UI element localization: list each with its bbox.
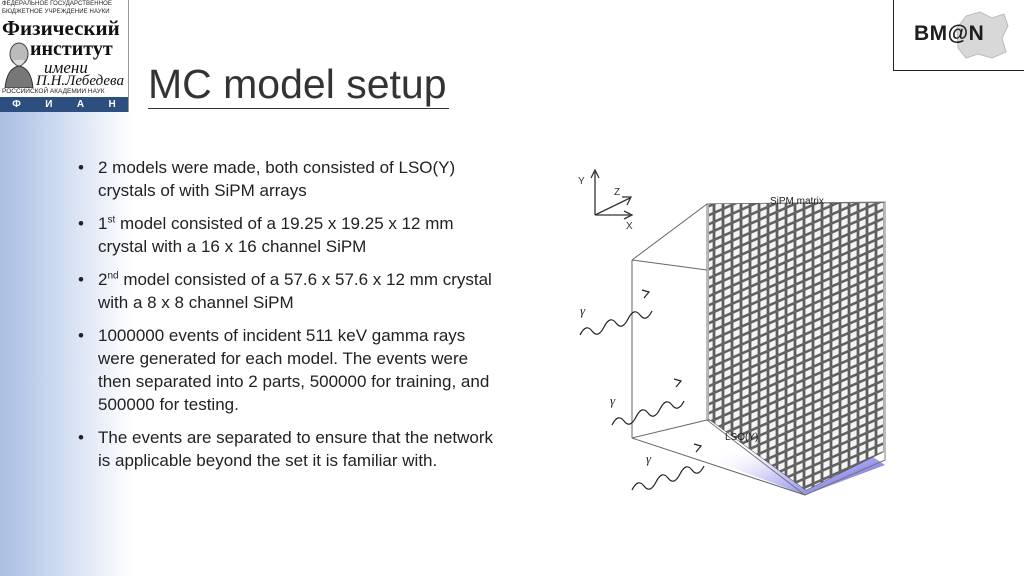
logo-name-3: имени — [44, 58, 88, 77]
sipm-matrix-label: SiPM matrix — [770, 196, 824, 207]
y-axis-arrow — [590, 168, 600, 179]
logo-bar-letter: Н — [108, 99, 116, 110]
logo-name-2: институт — [30, 38, 113, 60]
gamma-ray-3: γ — [631, 443, 705, 491]
sipm-outline-frame — [706, 201, 886, 496]
logo-bar: Ф И А Н — [0, 97, 128, 112]
bottom-left-edge — [631, 419, 708, 439]
logo-bar-letter: А — [76, 99, 85, 110]
map-silhouette-icon — [956, 11, 1009, 59]
logo-line-1: ФЕДЕРАЛЬНОЕ ГОСУДАРСТВЕННОЕ — [2, 1, 112, 7]
wave-line — [631, 465, 705, 491]
detector-diagram: Y Z X SiPM matrix LSO(Y) γ γ γ — [578, 168, 886, 496]
wave-arrow — [641, 289, 651, 299]
bullet-text: model consisted of a 57.6 x 57.6 x 12 mm… — [98, 270, 492, 312]
axes-indicator: Y Z X — [578, 168, 634, 232]
logo-name-4: П.Н.Лебедева — [36, 73, 124, 89]
bullet-item: 2nd model consisted of a 57.6 x 57.6 x 1… — [76, 268, 496, 314]
bullet-superscript: st — [107, 214, 116, 226]
gamma-label: γ — [646, 451, 652, 466]
z-axis-line — [594, 197, 631, 216]
gamma-ray-1: γ — [579, 289, 653, 336]
axis-label-z: Z — [614, 187, 620, 198]
front-bottom-edge — [631, 437, 806, 496]
wave-line — [611, 400, 685, 426]
bullet-item: 2 models were made, both consisted of LS… — [76, 156, 496, 202]
bullet-text: 2 models were made, both consisted of LS… — [98, 158, 456, 200]
axis-label-y: Y — [578, 176, 585, 187]
logo-bar-letter: И — [45, 99, 53, 110]
gamma-label: γ — [580, 303, 586, 318]
bman-logo: BM@N — [893, 0, 1024, 71]
bullet-item: 1st model consisted of a 19.25 x 19.25 x… — [76, 212, 496, 258]
bullet-text: model consisted of a 19.25 x 19.25 x 12 … — [98, 214, 454, 256]
bullet-text: The events are separated to ensure that … — [98, 428, 494, 470]
axis-label-x: X — [626, 221, 633, 232]
bullet-superscript: nd — [107, 270, 119, 282]
crystal-label: LSO(Y) — [725, 432, 758, 443]
logo-line-2: БЮДЖЕТНОЕ УЧРЕЖДЕНИЕ НАУКИ — [2, 9, 110, 15]
bullet-item: The events are separated to ensure that … — [76, 426, 496, 472]
bullet-prefix: 2 — [98, 270, 108, 289]
inner-edge — [631, 259, 708, 271]
bullet-item: 1000000 events of incident 511 keV gamma… — [76, 324, 496, 416]
logo-academy-text: РОССИЙСКОЙ АКАДЕМИИ НАУК — [2, 88, 105, 95]
sipm-cells — [709, 203, 883, 490]
top-left-edge — [631, 203, 708, 261]
sipm-matrix — [706, 201, 886, 496]
wave-line — [579, 310, 653, 336]
bullet-text: 1000000 events of incident 511 keV gamma… — [98, 326, 490, 414]
logo-name-1: Физический — [2, 16, 120, 40]
wave-arrow — [673, 378, 683, 388]
x-axis-arrow — [623, 210, 634, 220]
bullet-list: 2 models were made, both consisted of LS… — [76, 156, 496, 482]
wave-arrow — [693, 443, 703, 453]
portrait-icon — [4, 42, 34, 88]
lebedev-institute-logo: ФЕДЕРАЛЬНОЕ ГОСУДАРСТВЕННОЕ БЮДЖЕТНОЕ УЧ… — [0, 0, 129, 112]
gamma-ray-2: γ — [610, 378, 685, 426]
logo-bar-letter: Ф — [12, 99, 21, 110]
gamma-label: γ — [610, 393, 616, 408]
bman-logo-text: BM@N — [914, 22, 985, 45]
z-axis-arrow — [622, 196, 633, 206]
bullet-prefix: 1 — [98, 214, 108, 233]
page-title: MC model setup — [148, 61, 449, 109]
